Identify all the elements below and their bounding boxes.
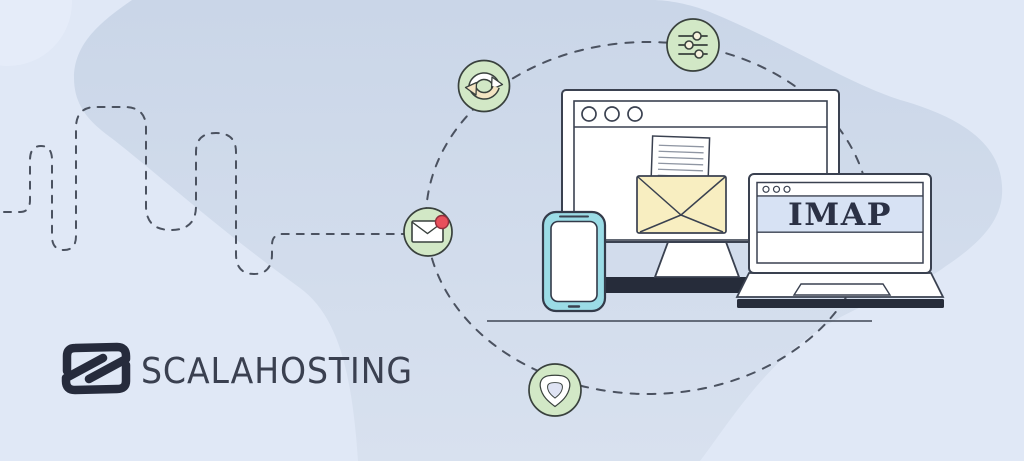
slider-knob: [684, 40, 694, 50]
window-control-dot: [604, 106, 620, 122]
sync-icon: [457, 59, 511, 113]
envelope-fold-lines: [637, 176, 726, 233]
phone-screen: [550, 220, 598, 303]
sync-arrowhead: [464, 81, 478, 96]
new-mail-icon: [403, 207, 453, 257]
brand-logo: SCALAHOSTING: [61, 342, 413, 395]
mail-envelope: [411, 220, 444, 243]
imap-band: [757, 196, 923, 233]
laptop: IMAP: [735, 173, 945, 308]
window-control-dot: [762, 185, 770, 193]
wavy-dashed-line: [3, 106, 405, 276]
scalahosting-s-logo: [61, 342, 131, 395]
window-control-dot: [783, 185, 791, 193]
window-control-dot: [772, 185, 781, 193]
envelope-pocket: [638, 178, 725, 232]
shield-inner: [547, 382, 563, 399]
window-control-dot: [581, 106, 597, 122]
brand-name: SCALAHOSTING: [141, 351, 413, 392]
shield-icon: [528, 363, 582, 417]
window-control-dot: [627, 106, 643, 122]
corner-light-accent: [0, 0, 72, 66]
laptop-bottom-bar: [737, 299, 944, 308]
open-envelope: [636, 175, 727, 234]
sliders-icon: [666, 18, 720, 72]
laptop-touchpad: [792, 283, 892, 296]
monitor-stand: [653, 241, 741, 278]
sync-arrowhead: [490, 76, 504, 91]
slider-knob: [694, 49, 704, 59]
smartphone: [541, 210, 607, 313]
slider-knob: [692, 31, 702, 41]
imap-screen-label: IMAP: [788, 197, 892, 233]
notification-dot: [434, 214, 450, 230]
